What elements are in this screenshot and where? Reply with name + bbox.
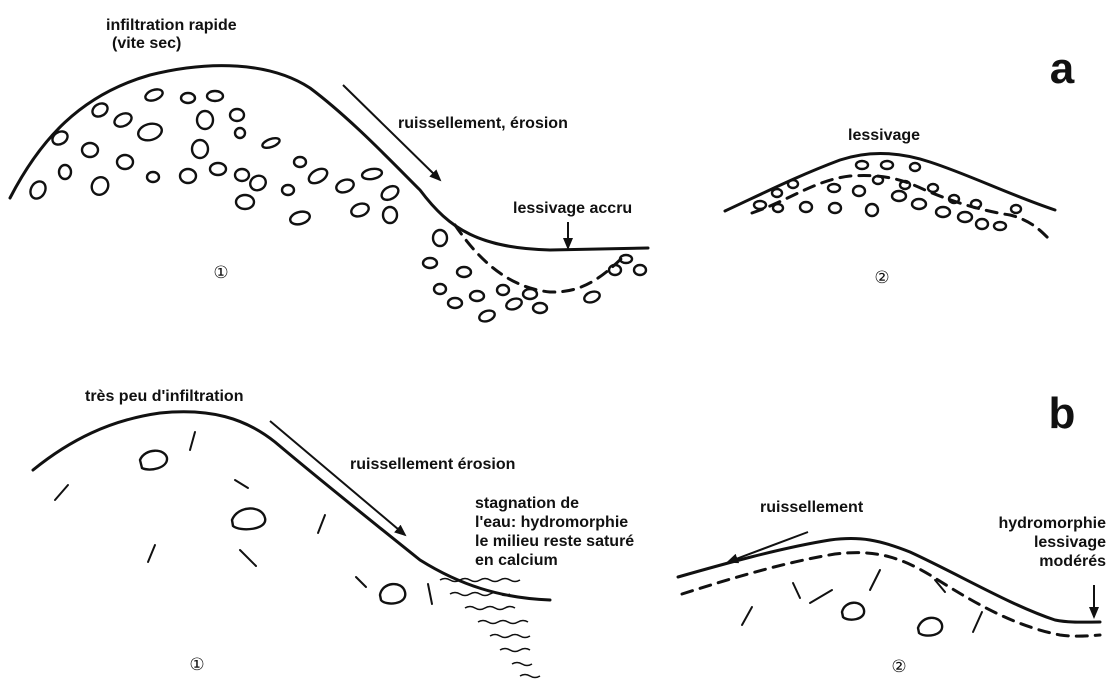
note-line4-b1: en calcium bbox=[475, 552, 558, 569]
diagram-a1: infiltration rapide (vite sec) ruisselle… bbox=[10, 17, 648, 323]
panel-letter-a: a bbox=[1050, 44, 1075, 93]
slope-label-a1: ruissellement, érosion bbox=[398, 115, 568, 132]
panel-b: b très peu d'infiltration ruissellement … bbox=[33, 388, 1106, 678]
right-label-line1-b2: hydromorphie bbox=[998, 515, 1106, 532]
diagram-a2: lessivage ② bbox=[725, 127, 1055, 287]
crest-label-a2: lessivage bbox=[848, 127, 920, 144]
slope-label-b1: ruissellement érosion bbox=[350, 456, 515, 473]
right-label-line3-b2: modérés bbox=[1039, 553, 1106, 570]
diagram-b2: ruissellement hydromorphie lessivage mod… bbox=[678, 499, 1106, 676]
panel-a: a infiltration rapide (vite sec) ruissel… bbox=[10, 17, 1075, 323]
leached-horizon-a1 bbox=[455, 225, 625, 292]
diagram-number-b2: ② bbox=[891, 657, 906, 676]
runoff-arrow-b1 bbox=[270, 421, 405, 535]
runoff-arrow-a1 bbox=[343, 85, 440, 180]
crest-label-line1-a1: infiltration rapide bbox=[106, 17, 237, 34]
rock-fragments-b2 bbox=[742, 570, 982, 636]
ground-surface-b2 bbox=[678, 539, 1100, 623]
ground-surface-a1 bbox=[10, 66, 648, 250]
note-line2-b1: l'eau: hydromorphie bbox=[475, 514, 628, 531]
crest-label-b1: très peu d'infiltration bbox=[85, 388, 243, 405]
diagram-number-b1: ① bbox=[189, 655, 204, 674]
right-label-line2-b2: lessivage bbox=[1034, 534, 1106, 551]
valley-label-a1: lessivage accru bbox=[513, 200, 632, 217]
panel-letter-b: b bbox=[1049, 389, 1076, 438]
slope-label-b2: ruissellement bbox=[760, 499, 864, 516]
diagram-number-a2: ② bbox=[874, 268, 889, 287]
standing-water-b1 bbox=[440, 579, 540, 678]
note-line1-b1: stagnation de bbox=[475, 495, 579, 512]
note-line3-b1: le milieu reste saturé bbox=[475, 533, 634, 550]
crest-label-line2-a1: (vite sec) bbox=[112, 35, 181, 52]
diagram-b1: très peu d'infiltration ruissellement ér… bbox=[33, 388, 634, 678]
diagram-number-a1: ① bbox=[213, 263, 228, 282]
subsurface-horizon-b2 bbox=[682, 553, 1100, 637]
